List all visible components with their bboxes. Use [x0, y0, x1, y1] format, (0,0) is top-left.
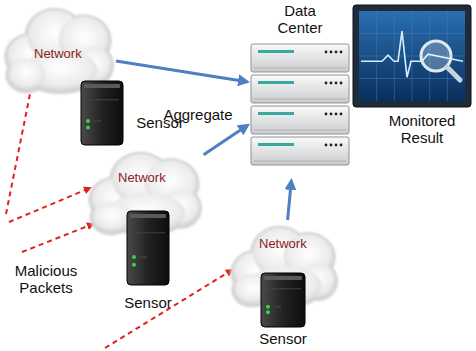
monitor-screen: [352, 4, 472, 108]
data-center: Data Center: [250, 2, 350, 178]
server-icon: [260, 272, 306, 328]
aggregate-label: Aggregate: [158, 106, 238, 123]
server-stack: [250, 42, 350, 178]
sensor-label: Sensor: [118, 294, 178, 311]
monitor-display: Monitored Result: [352, 4, 472, 150]
aggregate-arrow: [204, 125, 248, 155]
malicious-label: Malicious Packets: [0, 262, 92, 296]
sensor-server: Sensor: [118, 210, 178, 314]
cloud-label: Network: [259, 236, 307, 251]
monitor-label: Monitored Result: [372, 112, 472, 146]
datacenter-label: Data Center: [265, 2, 335, 36]
sensor-label: Sensor: [254, 330, 312, 347]
sensor-server: Sensor: [254, 272, 312, 348]
aggregate-arrow: [116, 61, 247, 82]
aggregate-arrow: [288, 181, 292, 220]
cloud-label: Network: [118, 170, 166, 185]
server-icon: [126, 210, 170, 286]
server-icon: [80, 80, 124, 146]
cloud-label: Network: [34, 46, 82, 61]
